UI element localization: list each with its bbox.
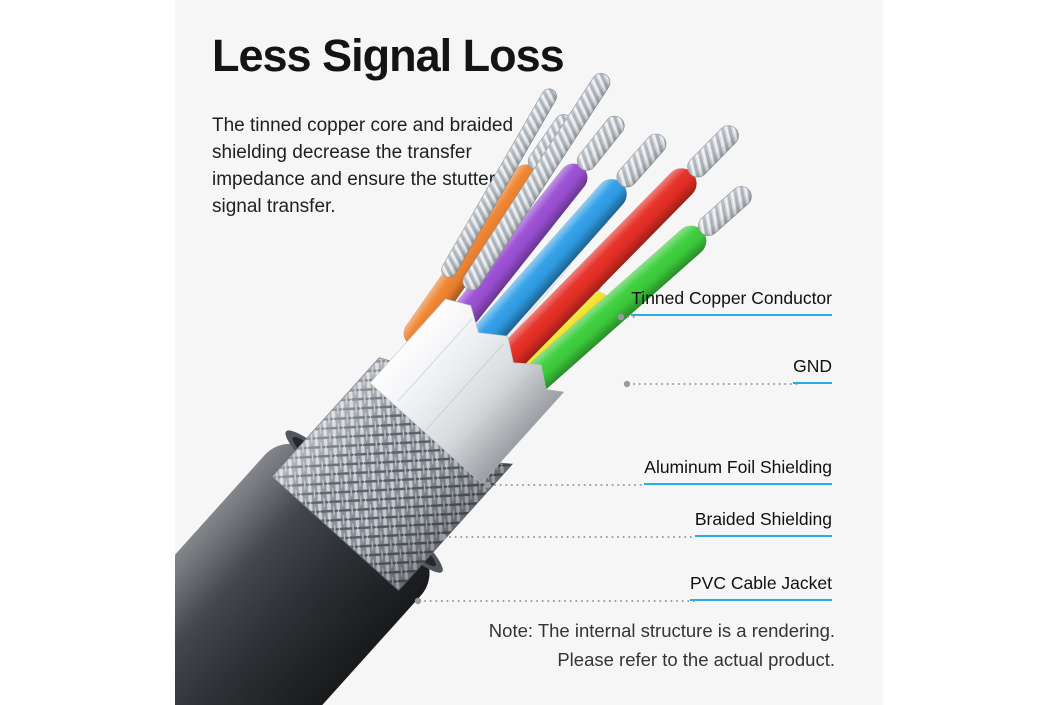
callout-gnd: GND (793, 356, 832, 384)
callout-leaders (414, 313, 799, 605)
disclaimer-note-line1: Note: The internal structure is a render… (488, 620, 835, 641)
cable-cutaway-illustration (175, 73, 799, 705)
callout-pvc-cable-jacket: PVC Cable Jacket (689, 573, 832, 601)
callout-dot-jacket (414, 597, 422, 605)
callout-dot-braid (439, 533, 447, 541)
callout-label: Aluminum Foil Shielding (644, 457, 832, 485)
bare-tinned-conductors (441, 73, 611, 291)
red-wire (465, 125, 739, 404)
callout-label: GND (793, 356, 832, 384)
callout-braided-shielding: Braided Shielding (694, 509, 832, 537)
callout-label: Tinned Copper Conductor (631, 288, 832, 316)
aluminum-foil-shielding (369, 298, 565, 484)
disclaimer-note-line2: Please refer to the actual product. (557, 649, 835, 670)
foil-sheen (369, 299, 564, 484)
callout-dot-gnd (623, 380, 631, 388)
callout-tinned-copper-conductor: Tinned Copper Conductor (631, 288, 832, 316)
cable-assembly (175, 73, 752, 705)
callout-aluminum-foil-shielding: Aluminum Foil Shielding (644, 457, 832, 485)
disclaimer-note: Note: The internal structure is a render… (489, 616, 835, 674)
callout-dot-tinned-copper (617, 313, 625, 321)
blue-wire (442, 133, 667, 384)
page-title: Less Signal Loss (212, 30, 565, 81)
infographic-panel: Less Signal Loss The tinned copper core … (175, 0, 883, 705)
callout-label: PVC Cable Jacket (689, 573, 832, 601)
callout-dot-foil (484, 481, 492, 489)
description-text: The tinned copper core and braided shiel… (212, 115, 535, 217)
callout-label: Braided Shielding (694, 509, 832, 537)
